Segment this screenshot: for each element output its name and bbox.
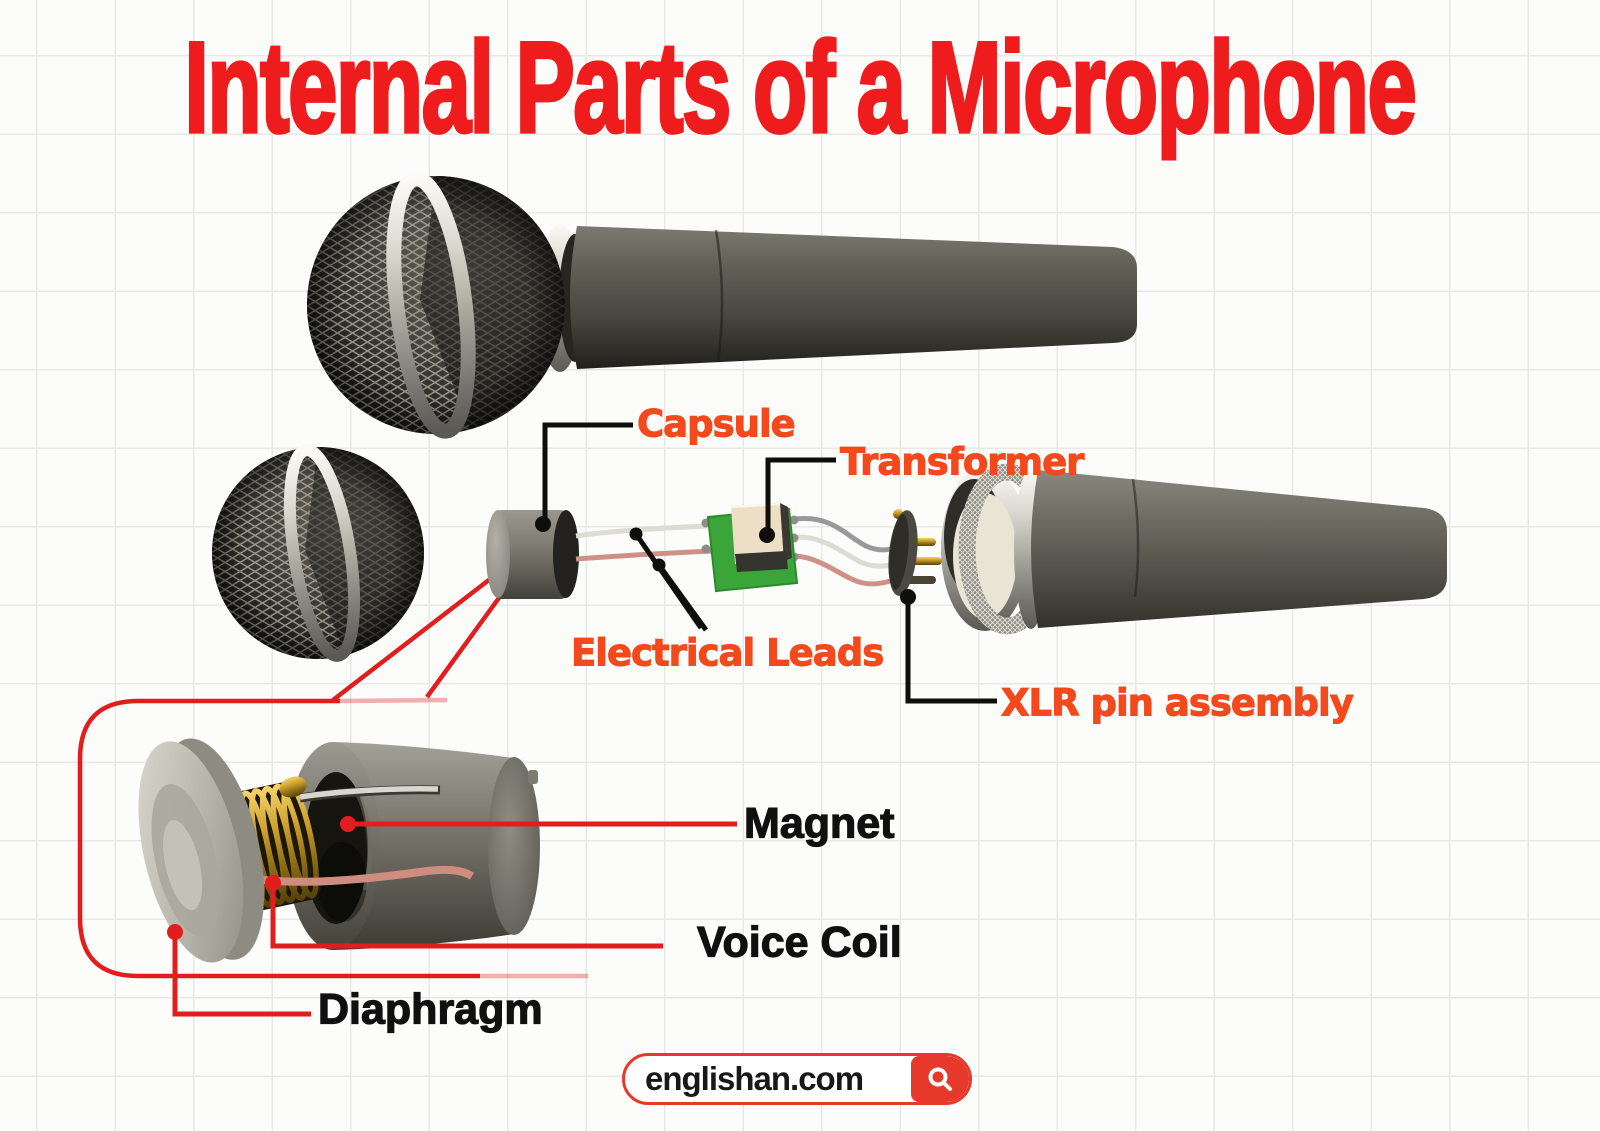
zoom-callout-line (331, 564, 509, 702)
xlr-pin-graphic (888, 509, 942, 596)
cutaway-view (138, 738, 540, 963)
leader-lines-red (167, 816, 737, 1017)
page-title: Internal Parts of a Microphone (183, 14, 1418, 162)
mic-body-top (538, 224, 1137, 372)
capsule-graphic (486, 510, 579, 599)
diaphragm-graphic (138, 738, 265, 963)
leader-line-transformer (759, 457, 836, 543)
label-electrical-leads: Electrical Leads (570, 631, 884, 675)
top-microphone (307, 171, 1137, 439)
middle-exploded-view (212, 444, 1447, 662)
leader-line-capsule (535, 422, 633, 532)
leader-line-diaphragm (167, 924, 311, 1017)
leader-lines-black (535, 422, 997, 704)
magnet-graphic (286, 742, 540, 950)
mic-shell-graphic (941, 463, 1447, 635)
search-icon (928, 1067, 952, 1091)
label-transformer: Transformer (839, 440, 1084, 484)
transformer-graphic (701, 502, 799, 593)
watermark-text: englishan.com (645, 1060, 864, 1097)
label-xlr-pin-assembly: XLR pin assembly (1001, 681, 1355, 725)
leader-line-magnet (340, 816, 737, 832)
cutaway-wires (247, 776, 475, 886)
leader-line-voice-coil (265, 875, 663, 949)
leader-line-xlr (900, 589, 997, 704)
label-voice-coil: Voice Coil (696, 918, 902, 967)
grille-ball-top (307, 171, 565, 439)
leader-line-electrical-leads (629, 527, 709, 632)
label-capsule: Capsule (637, 402, 797, 446)
watermark-pill: englishan.com (622, 1053, 972, 1105)
label-magnet: Magnet (743, 799, 895, 848)
search-button (911, 1056, 969, 1102)
label-diaphragm: Diaphragm (317, 985, 543, 1034)
grille-ball-middle (212, 444, 424, 662)
